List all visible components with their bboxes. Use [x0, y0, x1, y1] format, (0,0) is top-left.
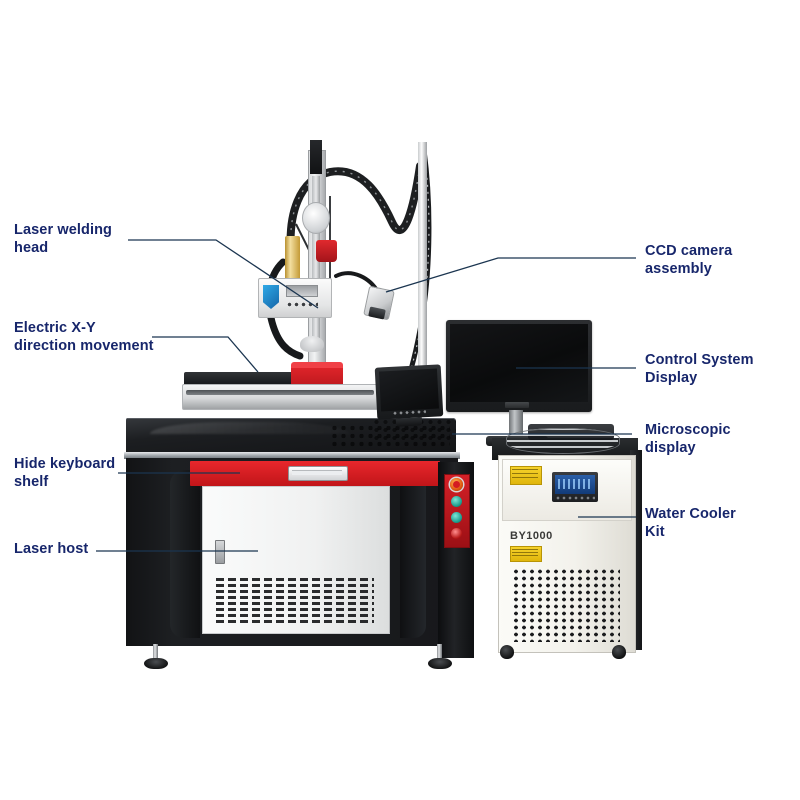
callout-laser-welding-head: Laser welding head	[14, 222, 112, 256]
callout-control-system-display: Control System Display	[645, 352, 754, 386]
chiller-caster-right	[612, 645, 626, 659]
panel-button-1[interactable]	[451, 496, 462, 507]
chiller-coil-frame	[506, 428, 620, 454]
leveling-foot-left	[144, 644, 168, 670]
head-control-box-indicators	[286, 302, 318, 307]
control-monitor-brand-plate	[505, 402, 529, 408]
panel-button-3[interactable]	[451, 528, 462, 539]
keyboard-drawer-handle-slot	[292, 470, 342, 475]
head-disc	[302, 202, 330, 234]
chiller-perforated-grille	[512, 568, 620, 642]
emergency-stop-core[interactable]	[453, 481, 460, 488]
head-control-box-screen	[286, 285, 318, 297]
ccd-camera-lens	[368, 306, 386, 320]
leveling-foot-right	[428, 644, 452, 670]
work-table-reflection	[150, 422, 350, 434]
cabinet-right-flank	[400, 470, 426, 638]
chiller-warning-label-top-text	[512, 469, 538, 480]
chiller-warning-label-lower-text	[512, 549, 538, 557]
chiller-lcd-readout	[558, 479, 592, 489]
microscopic-display-stand	[395, 417, 423, 427]
chiller-control-buttons[interactable]	[555, 496, 595, 500]
cabinet-vent-grille	[216, 578, 374, 626]
work-table-edge-trim	[124, 452, 460, 459]
xy-stage-carriage-top	[291, 362, 343, 368]
xy-stage-upper-plate	[184, 372, 324, 385]
chiller-caster-left	[500, 645, 514, 659]
callout-hide-keyboard-shelf: Hide keyboard shelf	[14, 456, 116, 490]
callout-microscopic-display: Microscopic display	[645, 422, 731, 456]
callout-ccd-camera-assembly: CCD camera assembly	[645, 243, 733, 277]
door-lock-handle[interactable]	[215, 540, 225, 564]
callout-laser-host: Laser host	[14, 541, 89, 557]
chiller-model-text: BY1000	[510, 530, 553, 542]
support-pole	[418, 142, 427, 392]
xy-stage-linear-rail	[182, 384, 380, 410]
xy-stage-rail-slot	[186, 390, 374, 395]
cabinet-left-panel	[170, 470, 200, 638]
control-monitor-screen[interactable]	[450, 324, 588, 402]
microscopic-display-screen[interactable]	[378, 368, 440, 412]
callout-water-cooler-kit: Water Cooler Kit	[645, 506, 736, 540]
panel-button-2[interactable]	[451, 512, 462, 523]
column-top-block	[310, 140, 322, 174]
callout-electric-xy-movement: Electric X-Y direction movement	[14, 320, 154, 354]
welding-head-nozzle	[300, 336, 324, 352]
laser-head-cylinder	[285, 236, 300, 280]
red-cap	[316, 240, 337, 262]
